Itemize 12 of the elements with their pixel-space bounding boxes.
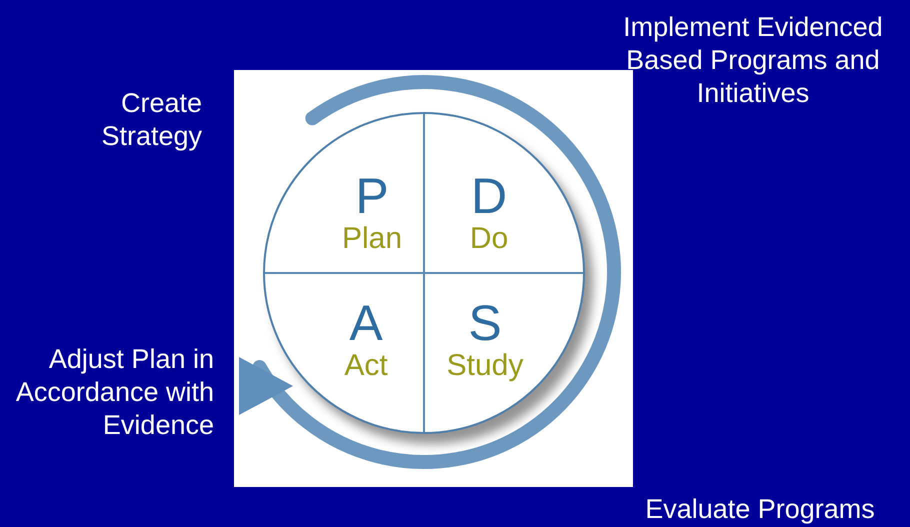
quadrant-label: Study — [446, 349, 524, 383]
quadrant-letter: P — [354, 170, 390, 222]
quadrant-letter: S — [467, 297, 503, 349]
quadrant-letter: A — [348, 297, 384, 349]
stage-caption: Evaluate Programs — [644, 493, 876, 526]
quadrant-label: Plan — [340, 222, 404, 256]
quadrant-label: Do — [468, 222, 510, 256]
quadrant-letter: D — [470, 170, 508, 222]
stage-caption: Create Strategy — [100, 87, 202, 153]
stage-caption: Implement Evidenced Based Programs and Initiatives — [622, 11, 884, 110]
stage-caption: Adjust Plan in Accordance with Evidence — [14, 343, 214, 442]
quadrant-label: Act — [343, 349, 389, 383]
